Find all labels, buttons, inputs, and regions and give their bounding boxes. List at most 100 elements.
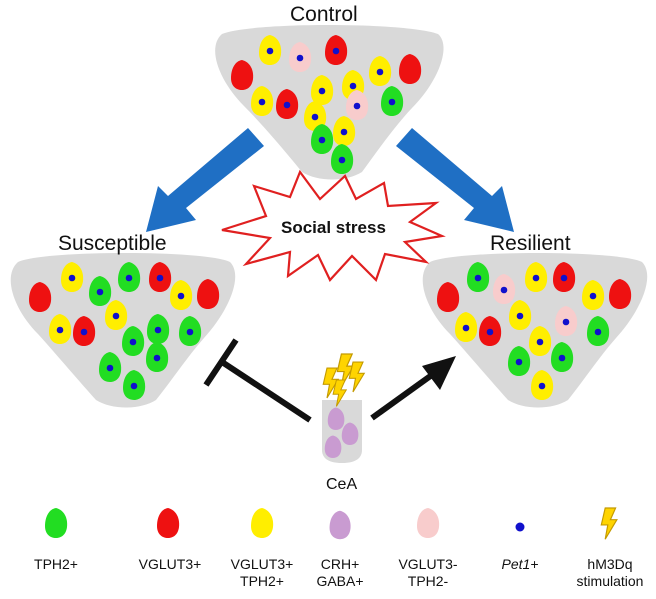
pet1-dot <box>474 274 482 282</box>
pet1-dot <box>258 98 266 106</box>
inhibition-bar <box>203 338 239 387</box>
pet1-dot <box>56 326 64 334</box>
vglut3-cell <box>73 316 96 346</box>
vglut3-tph2-cell <box>49 314 72 344</box>
lightning-icon <box>600 507 618 540</box>
tph2-cell <box>551 342 574 372</box>
pet1-dot <box>106 364 114 372</box>
tph2-cell <box>147 314 170 344</box>
vglut3-tph2-cell <box>342 70 365 100</box>
tph2-cell <box>179 316 202 346</box>
tph2-cell <box>381 86 404 116</box>
arrow-to-susceptible <box>146 128 264 232</box>
vglut3-cell <box>325 35 348 65</box>
pet1-dot <box>186 328 194 336</box>
pet1-dot <box>112 312 120 320</box>
pet1-dot <box>562 318 570 326</box>
social-stress-burst <box>221 169 446 283</box>
pet1-dot <box>376 68 384 76</box>
pet1-dot <box>532 274 540 282</box>
vglut3-tph2-cell <box>529 326 552 356</box>
cea-label: CeA <box>326 476 358 493</box>
vglut3-neg-tph2-neg-cell <box>346 90 369 120</box>
pet1-dot <box>156 274 164 282</box>
vglut3-cell <box>553 262 576 292</box>
vglut3-neg-tph2-neg-cell <box>289 42 312 72</box>
activation-line <box>370 369 438 421</box>
vglut3-tph2-cell <box>170 280 193 310</box>
control-label: Control <box>290 3 358 26</box>
pet1-dot <box>594 328 602 336</box>
pet1-dot <box>318 136 326 144</box>
vglut3-cell <box>149 262 172 292</box>
pet1-dot <box>589 292 597 300</box>
lightning-icon <box>336 353 355 387</box>
vglut3-neg-tph2-neg-cell-icon <box>417 508 440 538</box>
lightning-icon <box>348 361 366 393</box>
vglut3-tph2-cell <box>105 300 128 330</box>
pet1-dot <box>129 338 137 346</box>
inhibition-line <box>220 359 312 423</box>
tph2-cell <box>89 276 112 306</box>
social-stress-label: Social stress <box>281 218 386 237</box>
vglut3-tph2-cell-icon <box>251 508 274 538</box>
vglut3-tph2-cell <box>259 35 282 65</box>
legend-label-tph2: TPH2+ <box>34 556 78 572</box>
tph2-cell <box>99 352 122 382</box>
pet1-dot <box>536 338 544 346</box>
tph2-cell <box>467 262 490 292</box>
pet1-dot <box>153 354 161 362</box>
vglut3-tph2-cell <box>525 262 548 292</box>
tph2-cell <box>123 370 146 400</box>
legend-label-hm3dq: hM3Dq stimulation <box>576 556 644 589</box>
pet1-dot <box>318 87 326 95</box>
pet1-dot-icon <box>515 522 525 532</box>
tph2-cell-icon <box>45 508 68 538</box>
tph2-cell <box>146 342 169 372</box>
vglut3-tph2-cell <box>582 280 605 310</box>
legend-label-crh-gaba: CRH+ GABA+ <box>316 556 364 589</box>
pet1-dot <box>125 274 133 282</box>
arrow-to-resilient <box>396 128 514 232</box>
vglut3-tph2-cell <box>311 75 334 105</box>
legend-label-pet1: Pet1+ <box>501 556 539 572</box>
vglut3-tph2-cell <box>333 116 356 146</box>
vglut3-cell <box>479 316 502 346</box>
pet1-dot <box>296 54 304 62</box>
vglut3-tph2-cell <box>455 312 478 342</box>
vglut3-cell-icon <box>157 508 180 538</box>
pet1-dot <box>560 274 568 282</box>
pet1-dot <box>311 113 319 121</box>
vglut3-neg-tph2-neg-cell <box>493 274 516 304</box>
vglut3-tph2-cell <box>304 101 327 131</box>
tph2-cell <box>508 346 531 376</box>
pet1-dot <box>353 102 361 110</box>
legend-label-vglut3-neg: VGLUT3- TPH2- <box>398 556 458 589</box>
pet1-dot <box>130 382 138 390</box>
pet1-dot <box>154 326 162 334</box>
pet1-dot <box>177 292 185 300</box>
pet1-dot <box>266 47 274 55</box>
vglut3-tph2-cell <box>509 300 532 330</box>
cell-layer <box>29 35 632 458</box>
lightning-icon <box>332 379 348 407</box>
resilient-label: Resilient <box>490 232 571 255</box>
vglut3-tph2-cell <box>531 370 554 400</box>
pet1-dot <box>558 354 566 362</box>
vglut3-tph2-cell <box>61 262 84 292</box>
tph2-cell <box>311 124 334 154</box>
pet1-dot <box>515 358 523 366</box>
tph2-cell <box>587 316 610 346</box>
pet1-dot <box>80 328 88 336</box>
tph2-cell <box>122 326 145 356</box>
pet1-dot <box>332 47 340 55</box>
pet1-dot <box>349 82 357 90</box>
crh-gaba-cell-icon <box>329 510 351 540</box>
lightning-icon <box>322 367 340 399</box>
tph2-cell <box>118 262 141 292</box>
pet1-dot <box>516 312 524 320</box>
tph2-cell <box>331 144 354 174</box>
pet1-dot <box>68 274 76 282</box>
legend-icons <box>45 507 618 540</box>
